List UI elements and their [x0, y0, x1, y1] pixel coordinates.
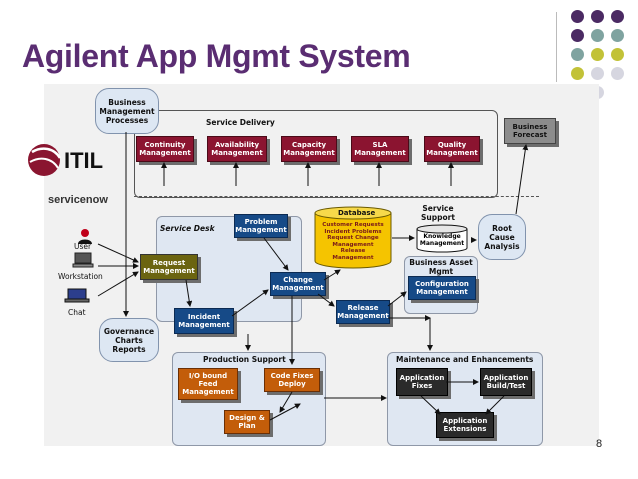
workstation-label: Workstation [58, 272, 103, 281]
application-fixes-box: Application Fixes [396, 368, 448, 396]
database-items: Customer Requests Incident Problems Requ… [322, 222, 384, 261]
chat-icon [64, 288, 90, 309]
knowledge-cylinder-shape [416, 224, 468, 253]
chat-label: Chat [68, 308, 86, 317]
capacity-management-box: Capacity Management [281, 136, 337, 162]
root-cause-analysis: Root Cause Analysis [478, 214, 526, 260]
production-support-label: Production Support [203, 355, 286, 364]
user-figure [78, 229, 92, 244]
sla-management-box: SLA Management [351, 136, 409, 162]
business-asset-label: Business Asset Mgmt [409, 258, 473, 276]
dot [591, 48, 604, 61]
dot [611, 10, 624, 23]
configuration-management-box: Configuration Management [408, 276, 476, 300]
continuity-management-box: Continuity Management [136, 136, 194, 162]
database-title: Database [338, 209, 376, 217]
knowledge-label: Knowledge Management [419, 233, 465, 247]
dot [611, 48, 624, 61]
service-support-label: Service Support [421, 204, 455, 222]
problem-management-box: Problem Management [234, 214, 288, 238]
dot [571, 29, 584, 42]
dot [571, 10, 584, 23]
incident-management-box: Incident Management [174, 308, 234, 334]
itil-logo: ITIL [26, 138, 122, 189]
workstation-figure [72, 252, 94, 268]
release-management-box: Release Management [336, 300, 390, 324]
slide-title: Agilent App Mgmt System [22, 38, 411, 74]
business-management-processes: Business Management Processes [95, 88, 159, 134]
quality-management-box: Quality Management [424, 136, 480, 162]
service-delivery-region [134, 110, 498, 198]
change-management-box: Change Management [270, 272, 326, 296]
dot [571, 48, 584, 61]
service-delivery-dashed [134, 196, 539, 197]
design-plan-box: Design & Plan [224, 410, 270, 434]
user-icon [76, 228, 94, 249]
code-fixes-deploy-box: Code Fixes Deploy [264, 368, 320, 392]
workstation-icon [72, 252, 94, 273]
governance-charts-reports: Governance Charts Reports [99, 318, 159, 362]
service-delivery-label: Service Delivery [206, 118, 275, 127]
itil-text: ITIL [64, 148, 104, 173]
knowledge-management: Knowledge Management [416, 224, 468, 254]
database-cylinder: Database Customer Requests Incident Prob… [314, 206, 392, 269]
dot [571, 67, 584, 80]
io-bound-feed-box: I/O bound Feed Management [178, 368, 238, 400]
dot [611, 29, 624, 42]
availability-management-box: Availability Management [207, 136, 267, 162]
user-label: User [74, 242, 92, 251]
dot [591, 10, 604, 23]
page-number: 8 [596, 438, 603, 450]
application-extensions-box: Application Extensions [436, 412, 494, 438]
application-build-test-box: Application Build/Test [480, 368, 532, 396]
dot [591, 67, 604, 80]
business-forecast-box: Business Forecast [504, 118, 556, 144]
maintenance-label: Maintenance and Enhancements [396, 355, 534, 364]
dot [591, 29, 604, 42]
itil-swirl-icon [28, 144, 62, 176]
database-cylinder-shape [314, 206, 392, 269]
request-management-box: Request Management [140, 254, 198, 280]
title-divider [556, 12, 557, 82]
servicenow-logo: servicenow [48, 194, 108, 206]
dot [611, 67, 624, 80]
laptop-figure [64, 288, 90, 303]
service-desk-label: Service Desk [160, 224, 215, 233]
